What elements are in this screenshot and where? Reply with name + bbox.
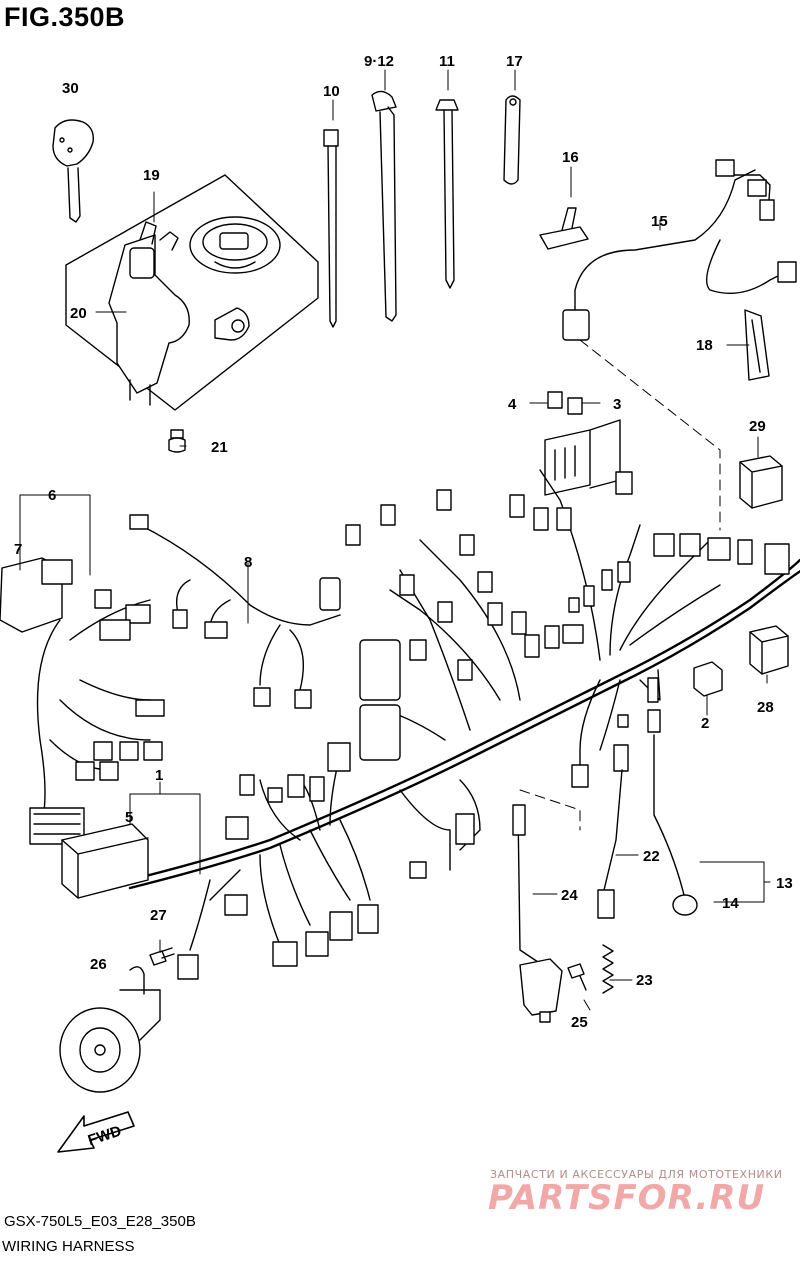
bracket: [539, 207, 589, 250]
callout-8: 8: [244, 554, 252, 571]
callout-25: 25: [571, 1014, 588, 1031]
callout-18: 18: [696, 337, 713, 354]
horn: [59, 966, 161, 1093]
leader-lines: [19, 69, 771, 1011]
ignition-key: [52, 119, 94, 223]
relay-28: [749, 625, 789, 675]
sub-wiring-harness: [562, 159, 797, 341]
sub-harness-8: [129, 514, 341, 709]
speed-sensor: [653, 734, 698, 916]
callout-20: 20: [70, 305, 87, 322]
callout-15: 15: [651, 213, 668, 230]
callout-16: 16: [562, 149, 579, 166]
fwd-arrow-icon: [57, 1111, 135, 1153]
callout-7: 7: [14, 541, 22, 558]
rubber-band: [503, 95, 521, 185]
callout-27: 27: [150, 907, 167, 924]
callout-24: 24: [561, 887, 578, 904]
ignition-switch: [108, 221, 190, 406]
screw: [168, 429, 186, 453]
main-wiring-harness: [128, 558, 800, 890]
figure-title: FIG.350B: [4, 2, 126, 32]
fuse-box: [544, 419, 621, 496]
section-name: WIRING HARNESS: [2, 1238, 135, 1255]
ignition-set-box: [65, 174, 319, 411]
callout-2: 2: [701, 715, 709, 732]
callout-29: 29: [749, 418, 766, 435]
cable-tie: [323, 129, 339, 328]
front-harness: [0, 557, 165, 845]
callout-22: 22: [643, 848, 660, 865]
callout-1: 1: [155, 767, 163, 784]
fuel-tank-cap: [189, 216, 281, 274]
callout-10: 10: [323, 83, 340, 100]
callout-11: 11: [439, 53, 455, 70]
callout-19: 19: [143, 167, 160, 184]
rubber-strap: [744, 309, 770, 381]
callout-21: 21: [211, 439, 228, 456]
relay-29: [739, 455, 783, 509]
callout-28: 28: [757, 699, 774, 716]
callout-9-12: 9·12: [364, 53, 394, 70]
harness-branches: [189, 469, 721, 951]
screw-25: [567, 963, 587, 991]
part-callouts: 30 19 20 21 10 9·12 11 17 16 15 18 4 3 2…: [14, 53, 793, 1031]
watermark-tagline: ЗАПЧАСТИ И АКСЕССУАРЫ ДЛЯ МОТОТЕХНИКИ: [490, 1168, 783, 1181]
callout-6: 6: [48, 487, 56, 504]
callout-3: 3: [613, 396, 621, 413]
fuse-4: [547, 391, 563, 409]
callout-14: 14: [722, 895, 739, 912]
rubber-cap: [693, 661, 723, 697]
callout-26: 26: [90, 956, 107, 973]
gear-position-sensor: [512, 804, 563, 1023]
harness-connectors: [177, 471, 790, 980]
ecu-unit: [61, 823, 149, 899]
spring: [602, 944, 614, 994]
callout-4: 4: [508, 396, 517, 413]
callout-13: 13: [776, 875, 793, 892]
neutral-switch: [597, 769, 623, 919]
push-clip: [435, 99, 459, 289]
model-code: GSX-750L5_E03_E28_350B: [4, 1213, 196, 1230]
callout-17: 17: [506, 53, 523, 70]
callout-23: 23: [636, 972, 653, 989]
callout-5: 5: [125, 809, 133, 826]
fuse-3: [567, 397, 583, 415]
bolt-27: [149, 947, 175, 966]
harness-clamp: [371, 90, 397, 322]
seat-lock: [214, 307, 250, 341]
callout-30: 30: [62, 80, 79, 97]
watermark-logo: PARTSFOR.RU: [488, 1178, 766, 1218]
